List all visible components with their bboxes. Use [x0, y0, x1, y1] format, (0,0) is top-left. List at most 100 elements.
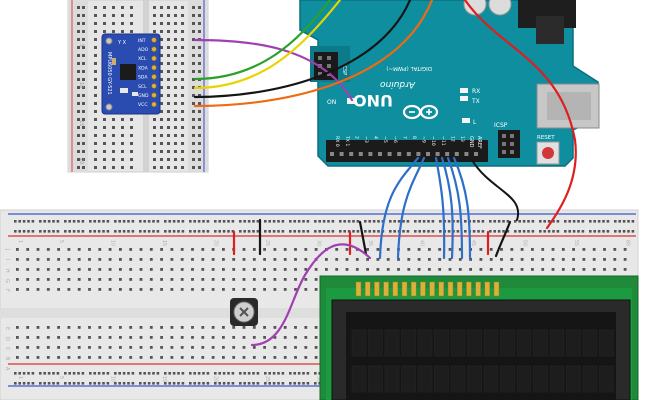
breadboard-hole [232, 288, 236, 291]
breadboard-hole [112, 14, 115, 17]
breadboard-hole [14, 372, 17, 375]
breadboard-hole [153, 134, 156, 137]
breadboard-hole [174, 134, 177, 137]
breadboard-hole [211, 278, 215, 281]
breadboard-hole [603, 258, 606, 261]
breadboard-hole [304, 278, 308, 281]
lcd-pin [493, 281, 500, 297]
breadboard-hole [98, 346, 102, 349]
breadboard-hole [14, 220, 17, 223]
breadboard-hole [192, 166, 195, 169]
breadboard-hole [131, 382, 135, 385]
breadboard-hole [198, 46, 201, 49]
breadboard-column-number: 35 [367, 240, 373, 246]
breadboard-hole [527, 230, 530, 233]
breadboard-hole [52, 382, 55, 385]
breadboard-hole [201, 336, 205, 339]
lcd-pin [456, 281, 463, 297]
breadboard-hole [167, 78, 170, 81]
breadboard-hole [289, 372, 292, 375]
breadboard-hole [377, 230, 380, 233]
breadboard-hole [174, 54, 177, 57]
breadboard-hole [180, 258, 184, 261]
tx-led [460, 96, 468, 101]
breadboard-hole [130, 30, 133, 33]
breadboard-hole [180, 248, 184, 251]
breadboard-hole [402, 220, 405, 223]
breadboard-hole [119, 356, 122, 359]
breadboard-hole [602, 220, 605, 223]
breadboard-hole [164, 230, 167, 233]
breadboard-hole [206, 220, 210, 223]
breadboard-hole [122, 230, 126, 233]
mpu-pin [151, 64, 157, 71]
breadboard-hole [181, 46, 184, 49]
breadboard-hole [26, 278, 30, 281]
breadboard-hole [181, 6, 184, 9]
lcd-character-cell [483, 365, 499, 393]
breadboard-hole [227, 382, 230, 385]
breadboard-hole [191, 336, 194, 339]
lcd-character-cell [533, 329, 548, 357]
breadboard-hole [114, 372, 117, 375]
breadboard-hole [177, 372, 180, 375]
breadboard-hole [153, 30, 156, 33]
breadboard-hole [94, 70, 97, 73]
breadboard-hole [582, 258, 586, 261]
breadboard-hole [347, 230, 351, 233]
breadboard-hole [283, 258, 287, 261]
breadboard-hole [39, 230, 42, 233]
breadboard-hole [327, 230, 330, 233]
mpu-pin [151, 37, 157, 43]
breadboard-hole [181, 102, 184, 105]
wire-black-sensor [193, 0, 412, 99]
breadboard-hole [22, 230, 26, 233]
rx-label: RX [472, 88, 480, 95]
breadboard-hole [121, 14, 124, 17]
breadboard-hole [26, 346, 30, 349]
breadboard-hole [331, 230, 335, 233]
breadboard-hole [477, 230, 480, 233]
breadboard-hole [552, 220, 555, 223]
breadboard-hole [273, 278, 277, 281]
breadboard-hole [147, 372, 151, 375]
breadboard-hole [103, 166, 106, 169]
breadboard-hole [256, 382, 260, 385]
breadboard-hole [77, 46, 80, 49]
breadboard-hole [112, 118, 115, 121]
breadboard-hole [36, 288, 40, 291]
breadboard-hole [211, 288, 215, 291]
breadboard-hole [167, 134, 170, 137]
breadboard-hole [551, 258, 555, 261]
breadboard-hole [531, 268, 534, 271]
breadboard-hole [618, 220, 621, 223]
breadboard-hole [27, 230, 30, 233]
breadboard-row-letter: C [4, 347, 10, 351]
breadboard-hole [273, 346, 277, 349]
breadboard-hole [180, 356, 184, 359]
breadboard-hole [622, 220, 626, 223]
breadboard-hole [72, 220, 76, 223]
breadboard-hole [592, 258, 596, 261]
breadboard-hole [108, 336, 112, 339]
breadboard-hole [318, 230, 321, 233]
breadboard-hole [232, 346, 236, 349]
breadboard-hole [197, 372, 201, 375]
breadboard-hole [139, 248, 143, 251]
lcd-pin [355, 281, 362, 297]
breadboard-hole [192, 38, 195, 41]
breadboard-hole [97, 230, 101, 233]
breadboard-hole [77, 126, 80, 129]
breadboard-hole [98, 278, 102, 281]
breadboard-row-letter: A [4, 367, 10, 371]
breadboard-hole [214, 382, 217, 385]
breadboard-hole [82, 30, 85, 33]
breadboard-hole [160, 336, 163, 339]
breadboard-hole [94, 62, 97, 65]
breadboard-hole [181, 30, 184, 33]
breadboard-hole [112, 30, 115, 33]
breadboard-hole [247, 382, 251, 385]
breadboard-hole [52, 230, 55, 233]
breadboard-hole [131, 230, 135, 233]
breadboard-hole [406, 230, 410, 233]
